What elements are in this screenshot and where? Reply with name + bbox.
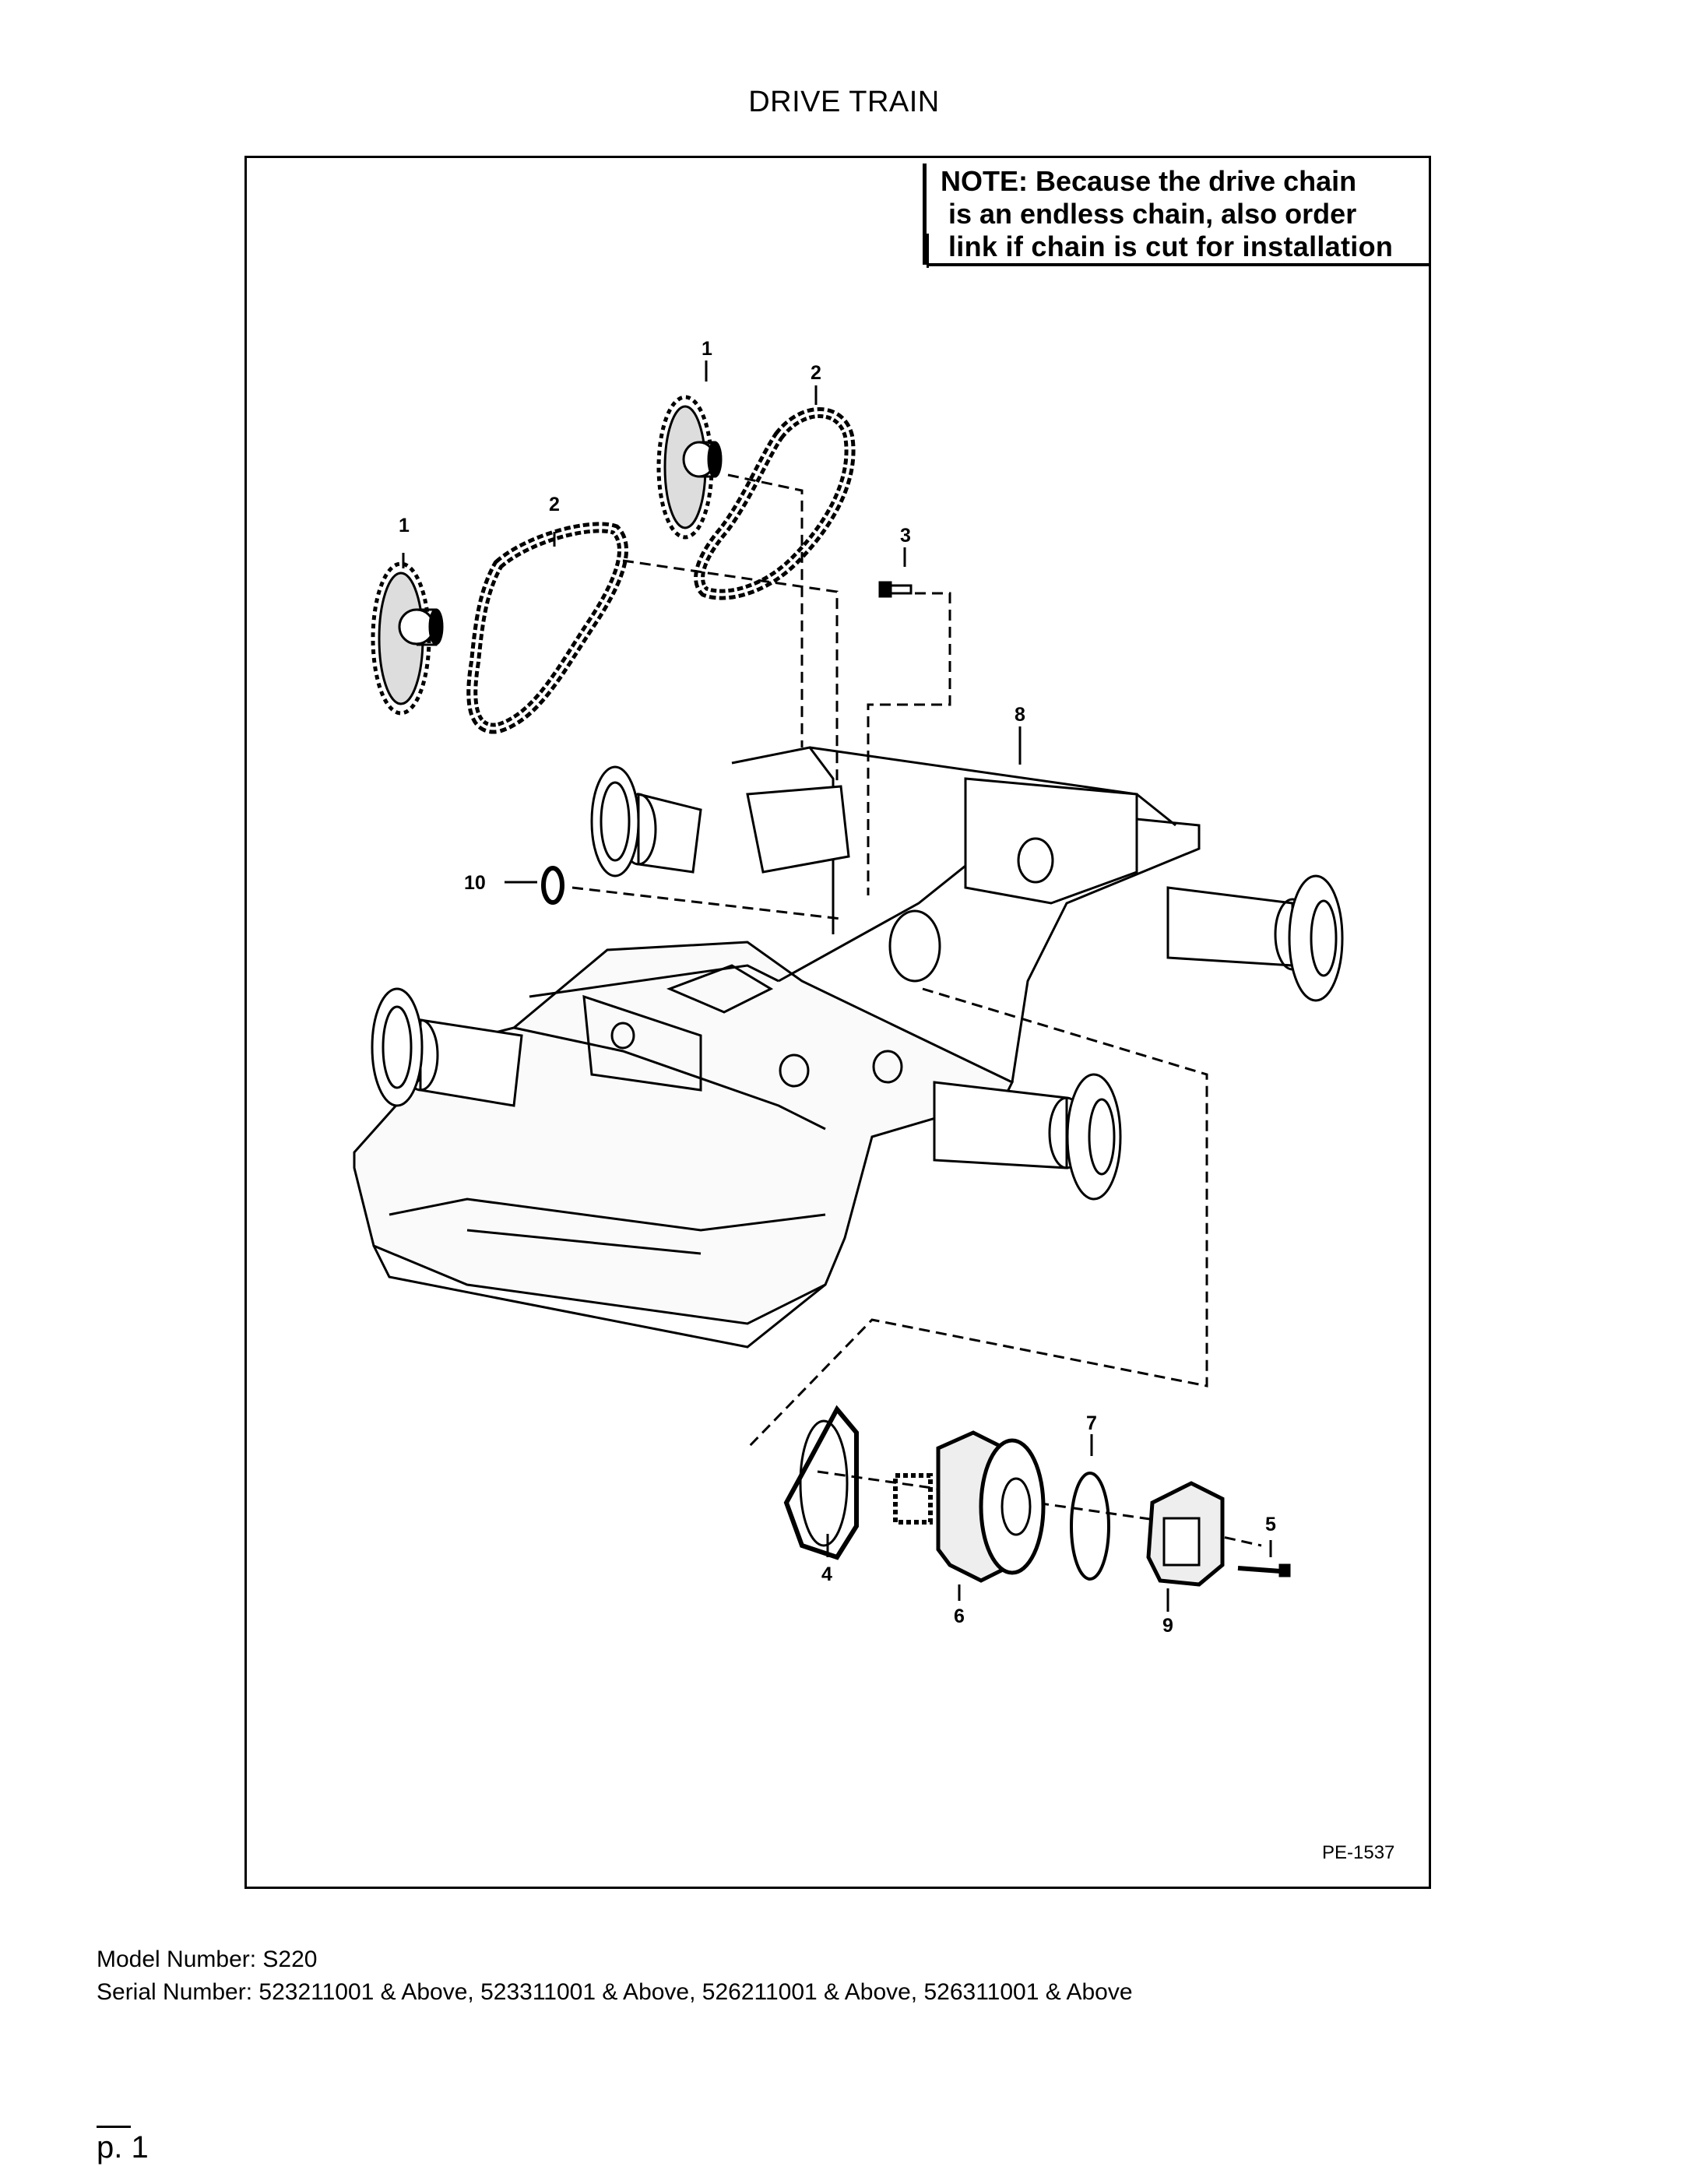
callout-chain-right: 2	[811, 362, 821, 384]
model-number: Model Number: S220	[97, 1947, 318, 1972]
callout-bolt: 3	[900, 525, 911, 547]
callout-motor: 6	[954, 1605, 965, 1627]
hydraulic-motor	[893, 1430, 1046, 1583]
callout-oring: 7	[1086, 1412, 1097, 1434]
axle-rear-left	[590, 765, 702, 877]
note-bracket-lower	[927, 234, 929, 268]
axle-front-right	[933, 1073, 1122, 1201]
callout-sprocket-left: 1	[399, 515, 410, 536]
washer	[541, 866, 564, 905]
axle-rear-right	[1166, 874, 1344, 1002]
sprocket-left	[371, 561, 444, 716]
bolt	[878, 581, 913, 598]
figure-code: PE-1537	[1322, 1842, 1395, 1863]
note-line-2: is an endless chain, also order	[948, 198, 1357, 230]
o-ring	[1070, 1472, 1110, 1581]
brake-valve	[1146, 1481, 1225, 1587]
callout-sprocket-right: 1	[702, 338, 712, 360]
drive-chain-left	[466, 522, 628, 734]
callout-brake-valve: 9	[1162, 1615, 1173, 1637]
callout-washer: 10	[464, 872, 486, 894]
callout-pin-bolt: 5	[1265, 1514, 1276, 1535]
sprocket-right	[656, 395, 723, 540]
note-underline	[927, 263, 1429, 266]
page-number: p. 1	[97, 2130, 149, 2165]
diagram-frame	[244, 156, 1431, 1889]
callout-chaincase: 8	[1015, 704, 1025, 726]
axle-front-left	[371, 987, 523, 1107]
pin-bolt	[1237, 1563, 1291, 1577]
note-bracket	[923, 164, 927, 265]
serial-number: Serial Number: 523211001 & Above, 523311…	[97, 1979, 1133, 2005]
callout-chain-left: 2	[549, 494, 560, 515]
note-line-1: NOTE: Because the drive chain	[941, 165, 1357, 197]
note-line-3: link if chain is cut for installation	[948, 230, 1394, 262]
page-title: DRIVE TRAIN	[748, 86, 940, 118]
gasket	[783, 1405, 859, 1560]
drive-chain-right	[694, 407, 856, 600]
callout-gasket: 4	[821, 1563, 832, 1585]
installation-note: NOTE: Because the drive chain is an endl…	[931, 165, 1426, 263]
page-rule	[97, 2126, 131, 2128]
